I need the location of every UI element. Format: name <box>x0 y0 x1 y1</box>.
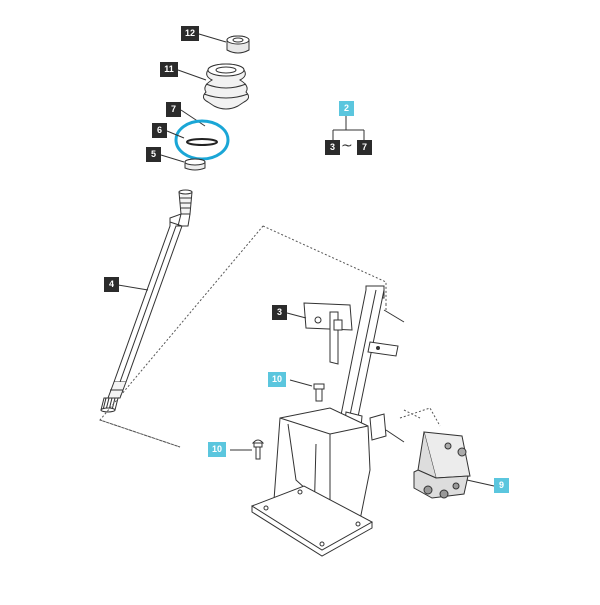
leader-7 <box>180 109 206 127</box>
part-10-bolt-b <box>251 439 265 460</box>
leader-9 <box>466 479 495 487</box>
callout-10-lower: 10 <box>208 442 226 457</box>
callout-11: 11 <box>160 62 178 77</box>
callout-5: 5 <box>146 147 161 162</box>
legend-parent-callout: 2 <box>339 101 354 116</box>
leader-3 <box>286 312 307 319</box>
part-6-snap-ring <box>174 119 230 161</box>
legend-bracket <box>332 116 365 140</box>
part-11-bellows <box>202 63 250 110</box>
legend-to-callout: 7 <box>357 140 372 155</box>
legend-separator: ~ <box>341 138 353 154</box>
callout-12: 12 <box>181 26 199 41</box>
pump-outline <box>399 407 441 427</box>
leader-4 <box>117 284 149 291</box>
callout-9: 9 <box>494 478 509 493</box>
leader-11 <box>177 69 207 81</box>
callout-6: 6 <box>152 123 167 138</box>
part-12-nut <box>226 35 250 54</box>
leader-10a <box>289 379 313 387</box>
legend-from-callout: 3 <box>325 140 340 155</box>
pedestal-base <box>250 407 374 557</box>
callout-4: 4 <box>104 277 119 292</box>
leader-5 <box>160 154 185 163</box>
part-4-shaft <box>100 189 193 413</box>
part-3-bracket <box>303 302 353 365</box>
leader-12 <box>198 33 227 43</box>
part-9-steering-unit <box>413 431 471 499</box>
part-5-bushing <box>184 158 206 171</box>
callout-10-upper: 10 <box>268 372 286 387</box>
callout-7: 7 <box>166 102 181 117</box>
leader-6 <box>166 130 185 139</box>
callout-3: 3 <box>272 305 287 320</box>
part-10-bolt-a <box>313 383 325 402</box>
highlight-ring <box>174 119 230 161</box>
